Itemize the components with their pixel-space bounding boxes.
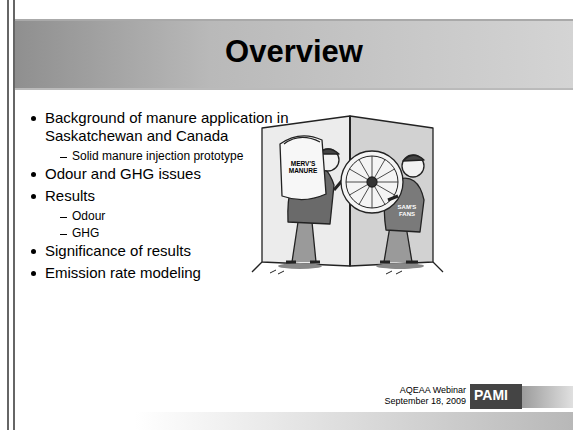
slide-title: Overview [15,33,573,70]
dash-marker [60,157,67,158]
sub-bullet-text: Solid manure injection prototype [72,149,272,163]
logo-text: PAMI [474,387,518,404]
bullet-text: Significance of results [45,242,245,260]
bullet-dot [31,271,36,276]
sack-label: MERV'S MANURE [285,160,321,174]
cartoon-illustration [252,116,443,274]
bullet-dot [31,116,36,121]
bullet-text: Odour and GHG issues [45,165,245,183]
shirt-label: SAM'S FANS [393,204,421,217]
sub-bullet-text: Odour [72,209,272,223]
bullet-dot [31,249,36,254]
sub-bullet-text: GHG [72,226,272,240]
bullet-dot [31,194,36,199]
dash-marker [60,234,67,235]
footer-text: AQEAA Webinar [300,385,466,396]
bullet-text: Results [45,187,245,205]
logo-box: PAMI [470,384,522,409]
footer-text: September 18, 2009 [300,396,466,407]
dash-marker [60,217,67,218]
bullet-text: Emission rate modeling [45,264,245,282]
bullet-text: Background of manure application in Sask… [45,109,295,145]
bullet-dot [31,172,36,177]
